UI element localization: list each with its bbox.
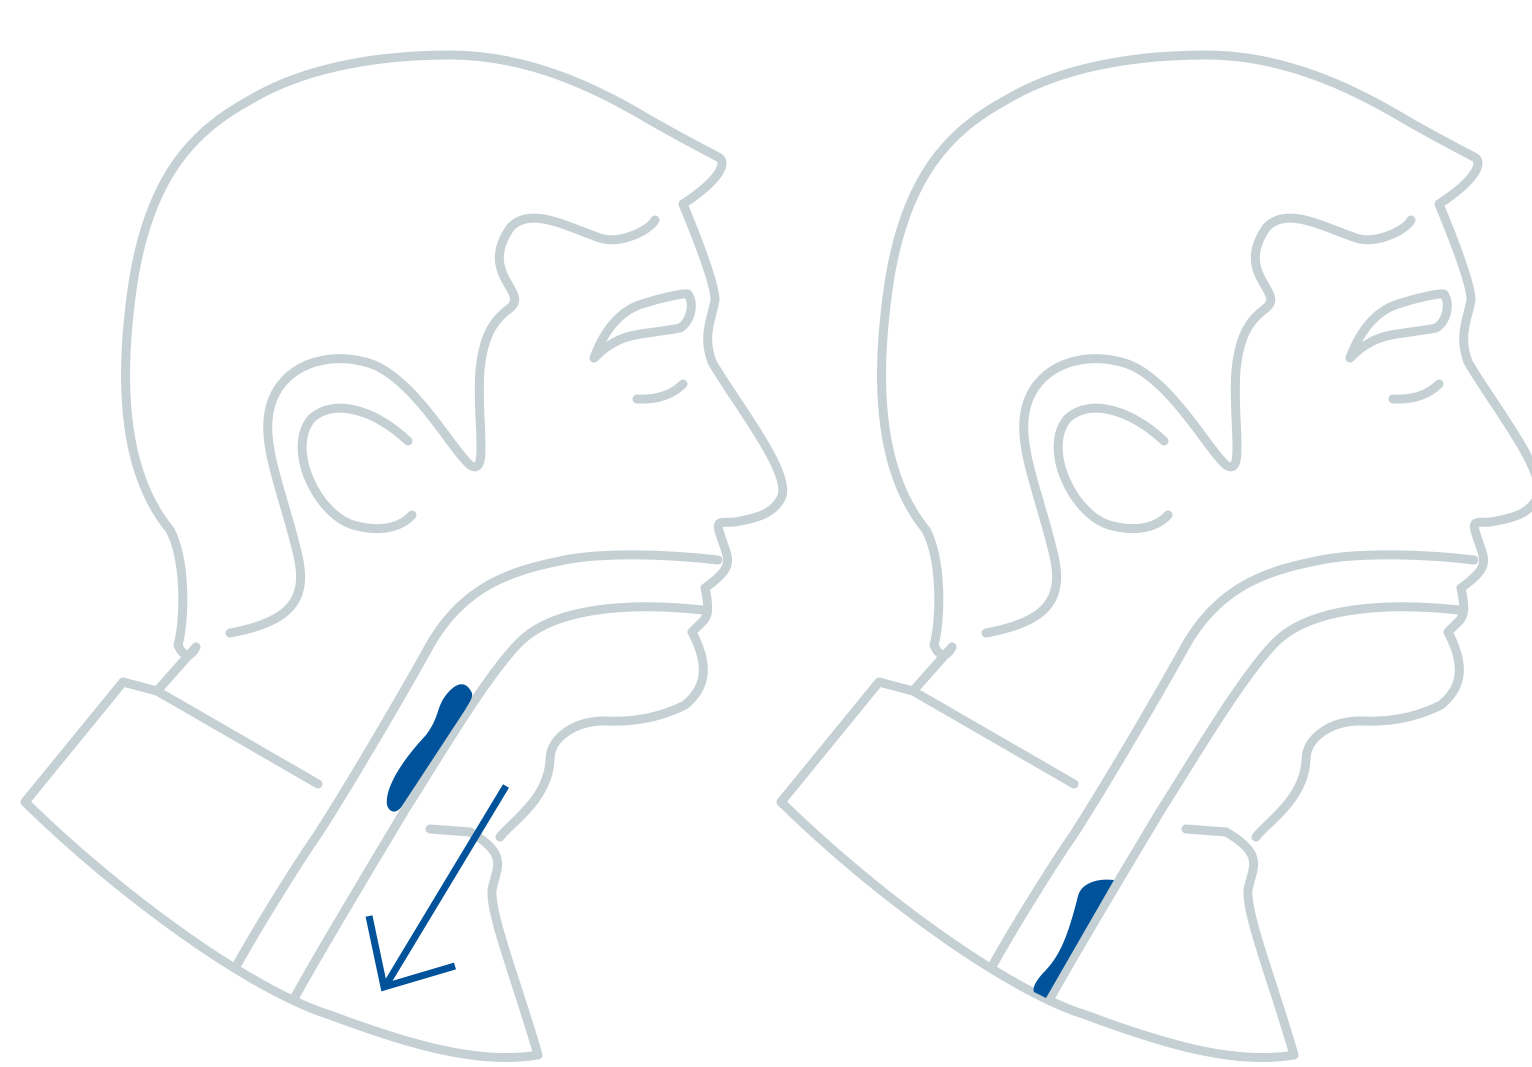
panel-after [781, 55, 1532, 1058]
panel-before [25, 55, 783, 1058]
food-bolus [1034, 880, 1115, 998]
arrow-head [369, 916, 455, 987]
